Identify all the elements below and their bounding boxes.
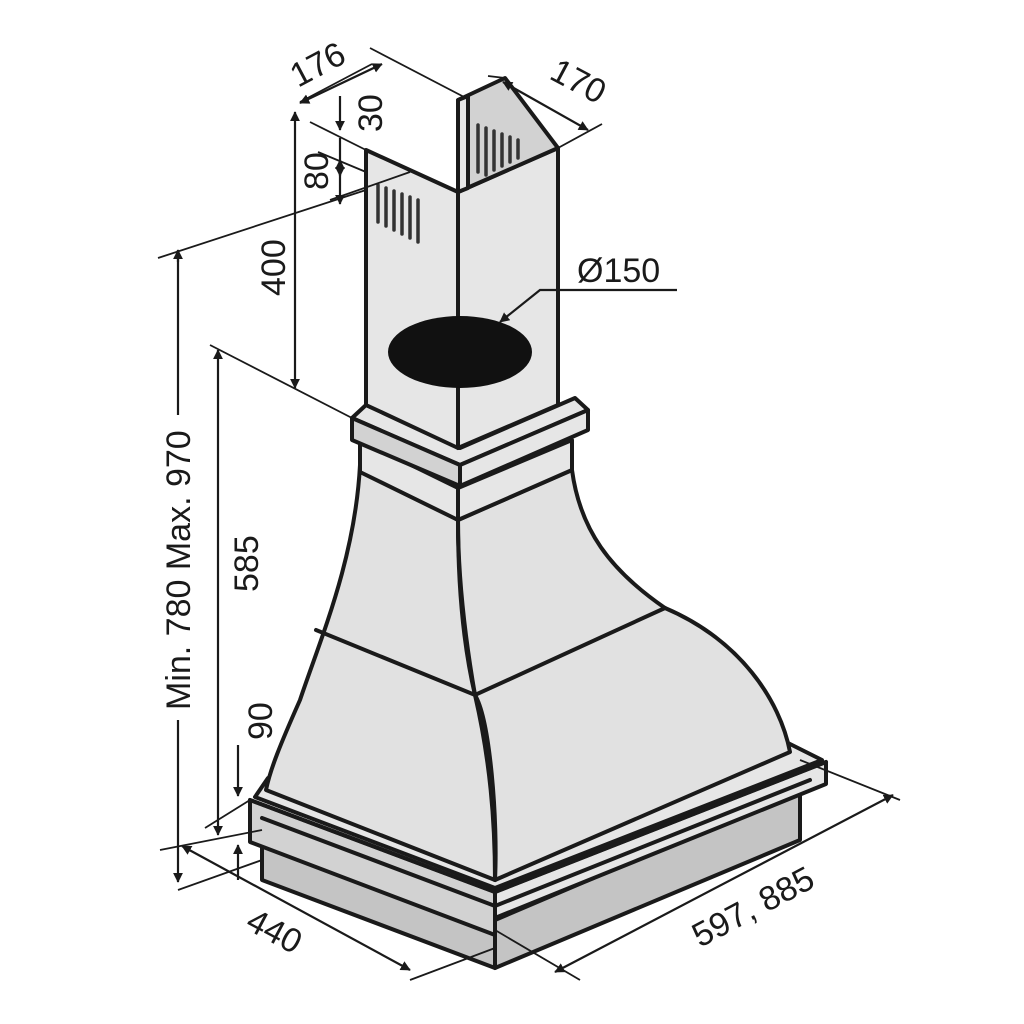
label-chimney-width: 170	[544, 52, 612, 112]
label-hood-depth: 440	[240, 902, 308, 962]
label-vent-height: 80	[298, 152, 336, 190]
collar-right	[456, 438, 574, 522]
label-chimney-depth: 176	[284, 35, 352, 95]
chimney-top-rim	[456, 94, 470, 194]
chimney-left-face	[364, 148, 460, 450]
label-top-offset: 30	[352, 94, 390, 132]
vent-slots-inner	[476, 123, 520, 177]
label-outlet-diameter: Ø150	[577, 252, 660, 290]
dimension-lines	[157, 47, 901, 981]
chimney-right-face	[456, 146, 560, 450]
label-total-height: Min. 780 Max. 970	[160, 430, 198, 710]
label-hood-height: 585	[228, 535, 266, 592]
vent-slots-left	[376, 183, 420, 244]
dimension-labels: 176 170 30 80 400 Ø150 Min. 780 Max. 970…	[160, 35, 821, 962]
label-chimney-height: 400	[255, 239, 293, 296]
label-base-height: 90	[242, 702, 280, 740]
moulding-front-right	[458, 408, 590, 488]
hood-body	[248, 76, 828, 970]
outlet-hole	[388, 316, 532, 388]
